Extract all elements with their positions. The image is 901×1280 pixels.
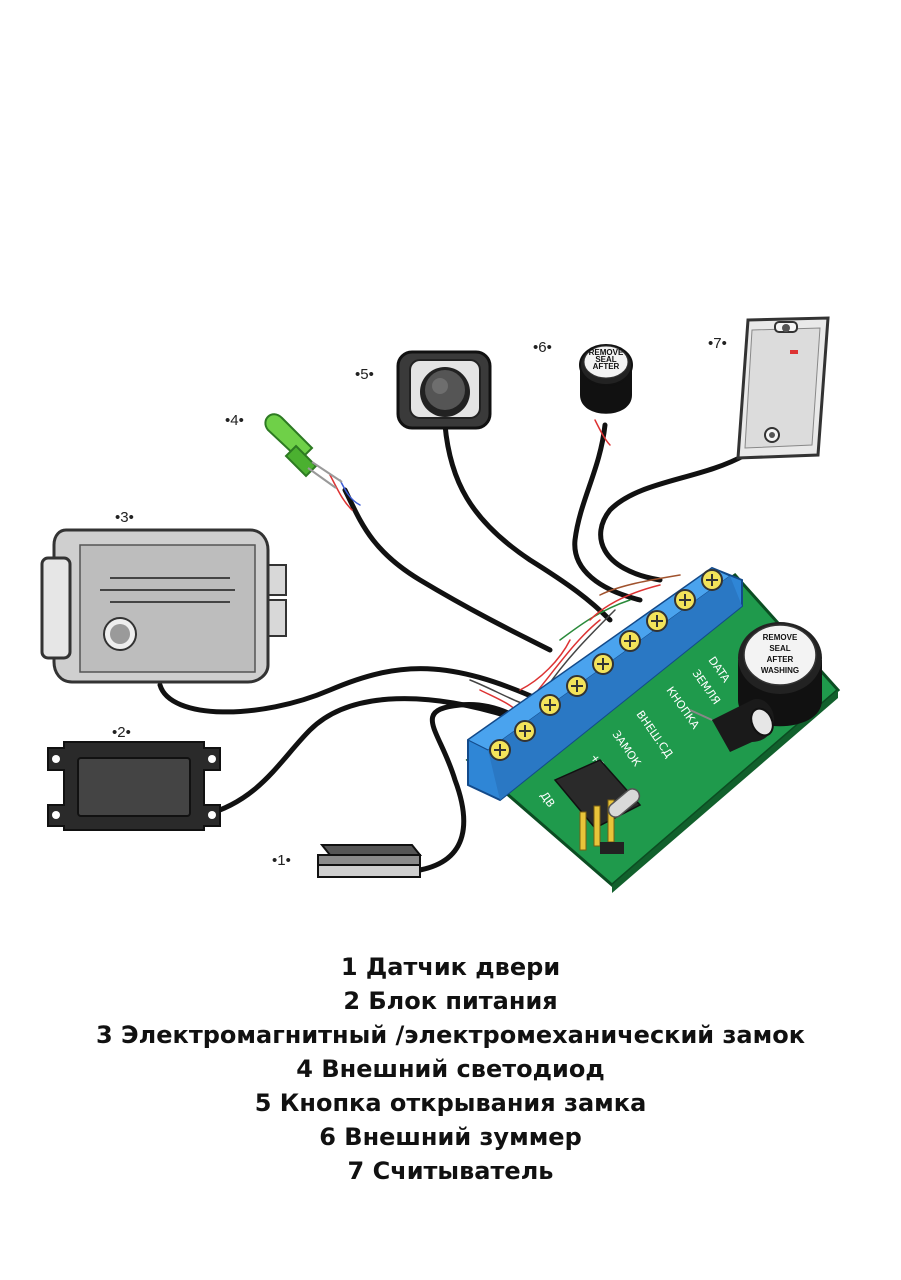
led-wire <box>342 487 553 653</box>
svg-text:AFTER: AFTER <box>593 362 620 371</box>
seal-text-washing: WASHING <box>761 666 799 675</box>
marker-4: •4• <box>225 412 244 429</box>
marker-3: •3• <box>115 509 134 526</box>
legend: 1 Датчик двери 2 Блок питания 3 Электром… <box>0 950 901 1188</box>
svg-text:SEAL: SEAL <box>595 355 616 364</box>
external-buzzer-device: REMOVE SEAL AFTER •6• <box>533 339 633 414</box>
legend-item-1: 1 Датчик двери <box>340 953 561 981</box>
quartz-crystal <box>607 788 641 818</box>
legend-item-4: 4 Внешний светодиод <box>296 1055 605 1083</box>
legend-item-2: 2 Блок питания <box>343 987 558 1015</box>
legend-item-3: 3 Электромагнитный /электромеханический … <box>96 1021 805 1049</box>
terminal-block <box>467 566 743 802</box>
marker-1: •1• <box>272 852 291 869</box>
terminal-screws <box>489 569 723 761</box>
door-sensor-wire <box>417 702 533 873</box>
buzzer-wire <box>572 422 643 603</box>
legend-item-6: 6 Внешний зуммер <box>319 1123 582 1151</box>
controller-board: DATA ЗЕМЛЯ КНОПКА ВНЕШ.СД ЗАМОК +12В ДВ … <box>465 566 841 893</box>
marker-5: •5• <box>355 366 374 383</box>
button-wire <box>442 422 613 623</box>
seal-text-remove: REMOVE <box>763 633 798 642</box>
svg-text:REMOVE: REMOVE <box>589 348 624 357</box>
seal-text-after: AFTER <box>767 655 794 664</box>
legend-item-7: 7 Считыватель <box>347 1157 554 1185</box>
external-led-device: •4• <box>225 412 343 489</box>
seal-text-seal: SEAL <box>769 644 790 653</box>
reader-wire <box>598 452 748 583</box>
lock-wire <box>157 666 543 715</box>
reader-device: •7• <box>708 316 830 460</box>
legend-item-5: 5 Кнопка открывания замка <box>254 1089 647 1117</box>
marker-2: •2• <box>112 724 131 741</box>
door-sensor-device: •1• <box>272 844 423 878</box>
power-wire <box>202 696 523 818</box>
capacitor <box>689 698 775 752</box>
lock-device: •3• <box>40 509 287 684</box>
exit-button-device: •5• <box>355 350 492 430</box>
wire-ends <box>519 639 571 691</box>
marker-6: •6• <box>533 339 552 356</box>
power-supply-device: •2• <box>47 724 221 831</box>
marker-7: •7• <box>708 335 727 352</box>
